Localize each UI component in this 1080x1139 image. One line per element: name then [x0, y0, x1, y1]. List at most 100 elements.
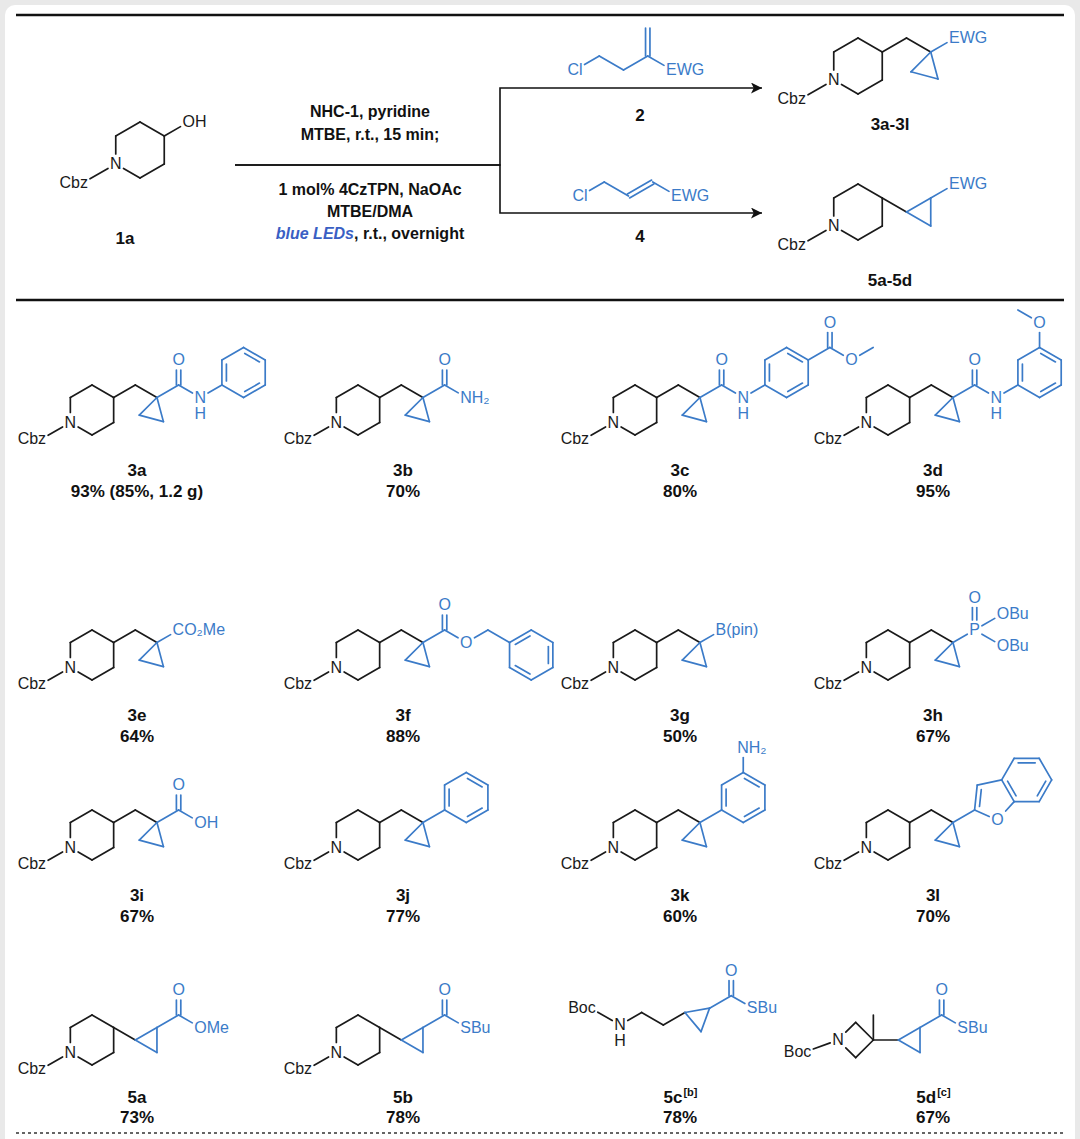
bond-line: [1006, 802, 1015, 811]
yield-value: 64%: [120, 728, 154, 745]
compound-number: 3d: [923, 462, 943, 479]
bond-line: [180, 1000, 182, 1015]
atom-label: Cbz: [284, 676, 312, 692]
bond-line: [663, 1013, 685, 1026]
atom-label: Cbz: [814, 431, 842, 447]
bond-line: [474, 630, 487, 638]
bond-line: [612, 823, 614, 838]
bond-line: [379, 643, 381, 668]
atom-label: Cl: [567, 62, 582, 78]
bond-line: [935, 840, 959, 846]
bond-line: [336, 1015, 358, 1028]
bond-line: [656, 398, 658, 423]
atom-label: N: [737, 390, 749, 406]
bond-line: [874, 852, 888, 860]
bond-line: [380, 630, 402, 643]
bond-line: [873, 1039, 898, 1041]
bond-line: [860, 348, 873, 356]
bond-line: [942, 1015, 956, 1023]
reaction-arrow: [235, 165, 762, 213]
bond-line: [982, 618, 995, 625]
condition-text: NHC-1, pyridine: [310, 104, 430, 120]
bond-line: [599, 56, 623, 70]
bond-line: [865, 398, 867, 413]
atom-label: N: [65, 840, 77, 856]
bond-line: [1002, 758, 1015, 780]
footnote-mark: [b]: [683, 1087, 697, 1098]
bond-line: [866, 385, 888, 398]
bond-line: [405, 823, 423, 841]
bond-line: [92, 630, 114, 643]
bond-line: [1037, 781, 1046, 796]
bond-line: [657, 630, 679, 643]
bond-line: [114, 630, 136, 643]
bond-line: [909, 398, 911, 423]
bond-line: [931, 810, 953, 823]
atom-label: O: [460, 635, 472, 651]
bond-line: [423, 1015, 445, 1028]
atom-label: N: [65, 1045, 77, 1061]
atom-label: O: [172, 982, 184, 998]
bond-line: [953, 385, 975, 398]
bond-line: [635, 385, 657, 398]
bond-line: [446, 1000, 448, 1015]
bond-line: [881, 52, 883, 80]
bond-line: [314, 852, 328, 860]
atom-label: N: [861, 415, 873, 431]
bond-line: [866, 630, 888, 643]
bond-line: [157, 385, 179, 398]
bond-line: [682, 823, 700, 841]
bond-line: [139, 840, 163, 846]
bond-line: [656, 823, 658, 848]
bond-line: [179, 810, 193, 818]
bond-line: [719, 370, 721, 385]
compound-number: 3k: [671, 887, 690, 904]
atom-label: H: [737, 406, 749, 422]
bond-line: [70, 385, 92, 398]
bond-line: [888, 423, 910, 436]
bond-line: [723, 370, 725, 385]
atom-label: O: [968, 590, 980, 606]
atom-label: EWG: [949, 30, 987, 46]
bond-line: [733, 981, 735, 996]
bond-line: [627, 180, 651, 194]
bond-line: [858, 184, 882, 198]
bond-line: [939, 1000, 941, 1015]
bond-line: [873, 1015, 875, 1040]
bond-line: [751, 385, 765, 393]
atom-label: SBu: [460, 1020, 490, 1036]
bond-line: [906, 198, 930, 212]
bond-line: [977, 780, 1001, 785]
bond-line: [401, 630, 423, 643]
bond-line: [728, 981, 730, 996]
bond-line: [135, 630, 157, 643]
bond-line: [858, 80, 882, 94]
bond-line: [613, 630, 635, 643]
bond-line: [157, 823, 163, 847]
bond-line: [135, 1028, 157, 1041]
bond-line: [765, 385, 787, 398]
bond-line: [935, 660, 959, 666]
bond-line: [975, 785, 978, 810]
bond-line: [140, 122, 164, 136]
bond-line: [336, 385, 358, 398]
compound-number: 3b: [393, 462, 413, 479]
bond-line: [953, 810, 975, 823]
bond-line: [1039, 758, 1052, 780]
bond-line: [552, 643, 554, 668]
bond-line: [1014, 801, 1039, 803]
atom-label: Cbz: [284, 431, 312, 447]
bond-line: [401, 1040, 423, 1053]
bond-line: [114, 1028, 136, 1041]
bond-line: [722, 810, 744, 823]
bond-line: [953, 823, 959, 847]
atom-label: N: [861, 840, 873, 856]
bond-line: [335, 823, 337, 838]
compound-number: 1a: [116, 230, 135, 247]
compound-number: 3i: [130, 887, 144, 904]
atom-label: P: [969, 622, 980, 638]
yield-value: 67%: [916, 728, 950, 745]
bond-lines: [48, 28, 1061, 1065]
bond-line: [765, 348, 787, 361]
bond-line: [700, 385, 722, 398]
